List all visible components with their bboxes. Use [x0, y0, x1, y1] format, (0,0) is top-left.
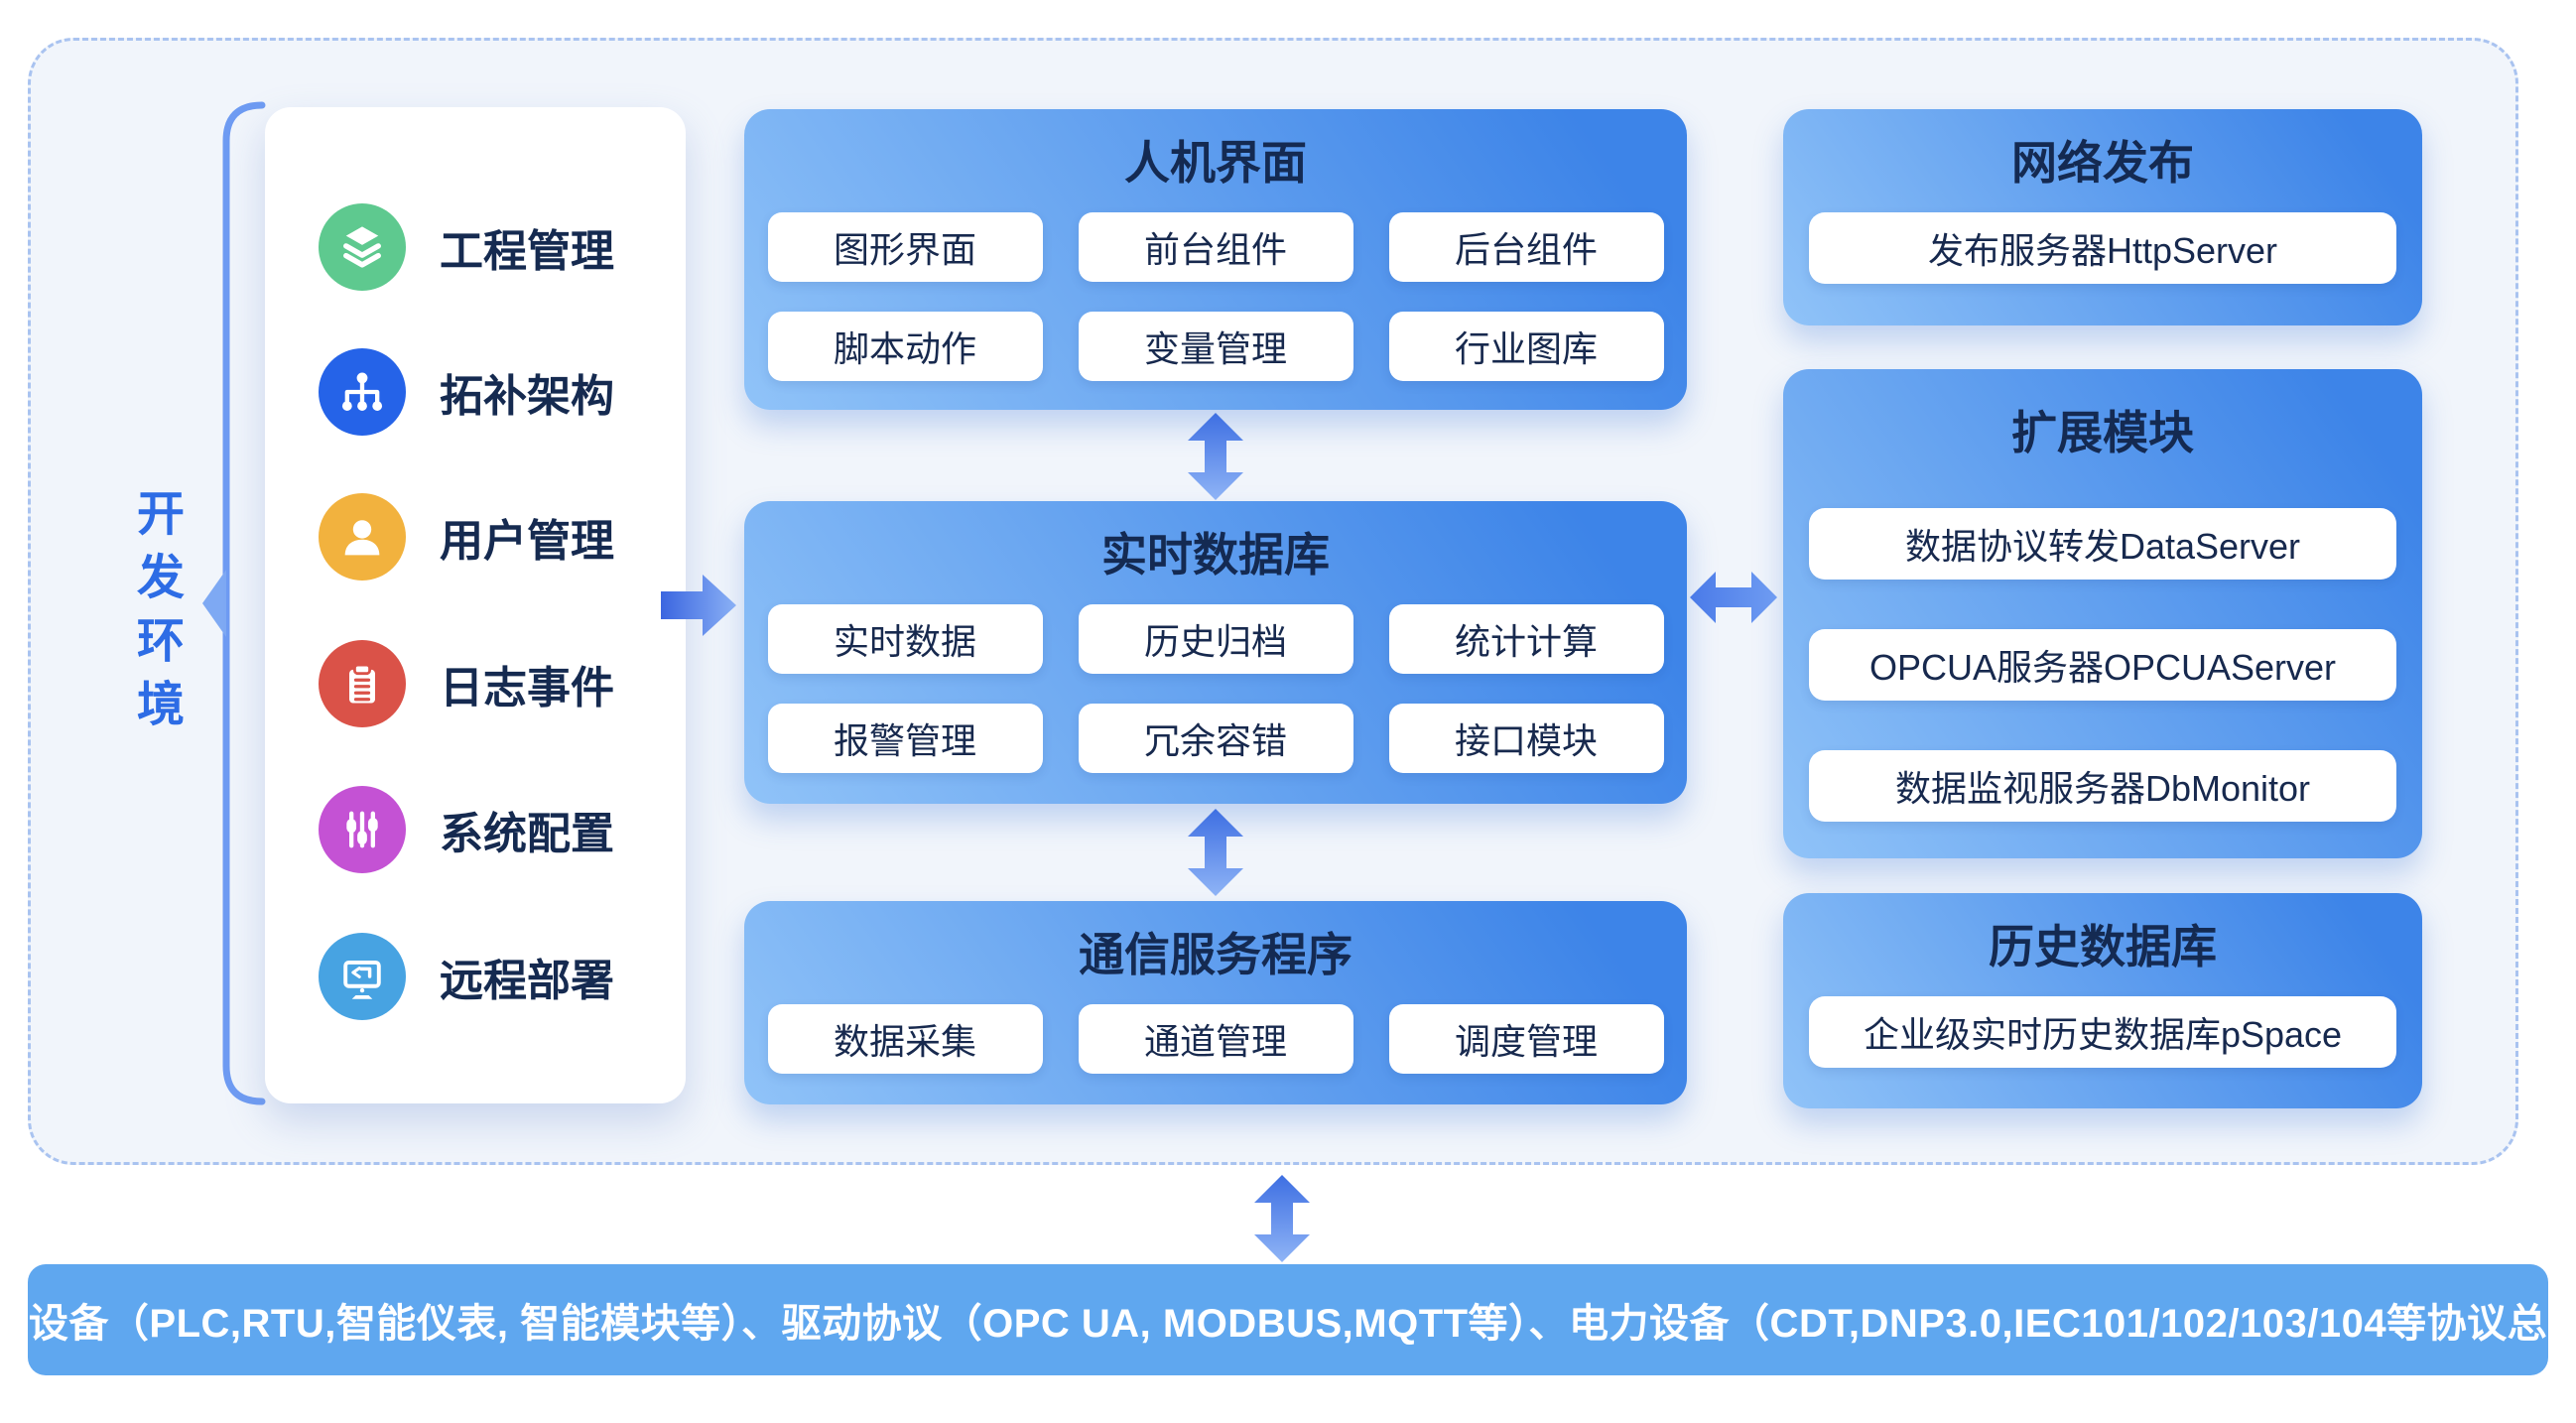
comm-service-box: 通信服务程序 数据采集 通道管理 调度管理 — [744, 901, 1687, 1104]
hmi-box: 人机界面 图形界面 前台组件 后台组件 脚本动作 变量管理 行业图库 — [744, 109, 1687, 410]
chip-interface-module[interactable]: 接口模块 — [1388, 704, 1664, 773]
chip-variable-management[interactable]: 变量管理 — [1078, 312, 1353, 381]
hmi-chip-grid: 图形界面 前台组件 后台组件 脚本动作 变量管理 行业图库 — [744, 212, 1687, 381]
realtime-db-box: 实时数据库 实时数据 历史归档 统计计算 报警管理 冗余容错 接口模块 — [744, 501, 1687, 804]
dev-tools-panel: 工程管理 拓补架构 用户管理 — [265, 107, 686, 1103]
extension-modules-box-title: 扩展模块 — [2011, 407, 2194, 458]
chip-http-server[interactable]: 发布服务器HttpServer — [1809, 212, 2396, 284]
sidebar-item-topology[interactable]: 拓补架构 — [319, 347, 614, 437]
topology-icon — [319, 348, 406, 436]
layers-icon — [319, 203, 406, 291]
chip-frontend-components[interactable]: 前台组件 — [1078, 212, 1353, 282]
chip-statistics[interactable]: 统计计算 — [1388, 604, 1664, 674]
user-icon — [319, 493, 406, 581]
bracket-notch-icon — [202, 570, 226, 637]
dev-environment-label: 开发环境 — [129, 488, 182, 742]
sidebar-item-user-management[interactable]: 用户管理 — [319, 492, 614, 582]
field-devices-bar: 现场设备（PLC,RTU,智能仪表, 智能模块等）、驱动协议（OPC UA, M… — [0, 1264, 2576, 1375]
sidebar-item-label: 系统配置 — [440, 810, 614, 858]
sidebar-item-project-management[interactable]: 工程管理 — [319, 202, 614, 292]
arrow-up-down-icon — [1254, 1175, 1310, 1262]
log-clipboard-icon — [319, 640, 406, 727]
history-db-list: 企业级实时历史数据库pSpace — [1783, 996, 2422, 1068]
history-db-box-title: 历史数据库 — [1989, 921, 2217, 972]
sidebar-item-label: 拓补架构 — [440, 372, 614, 421]
hmi-box-title: 人机界面 — [1124, 137, 1307, 189]
chip-history-archive[interactable]: 历史归档 — [1078, 604, 1353, 674]
chip-script-actions[interactable]: 脚本动作 — [767, 312, 1043, 381]
history-db-box: 历史数据库 企业级实时历史数据库pSpace — [1783, 893, 2422, 1108]
chip-backend-components[interactable]: 后台组件 — [1388, 212, 1664, 282]
sidebar-item-system-config[interactable]: 系统配置 — [319, 785, 614, 874]
remote-monitor-icon — [319, 933, 406, 1020]
sidebar-item-remote-deploy[interactable]: 远程部署 — [319, 932, 614, 1021]
chip-pspace[interactable]: 企业级实时历史数据库pSpace — [1809, 996, 2396, 1068]
chip-dispatch-management[interactable]: 调度管理 — [1388, 1004, 1664, 1074]
comm-service-chip-grid: 数据采集 通道管理 调度管理 — [744, 1004, 1687, 1074]
web-publish-box-title: 网络发布 — [2011, 137, 2194, 189]
chip-db-monitor[interactable]: 数据监视服务器DbMonitor — [1809, 750, 2396, 822]
arrow-left-right-icon — [1690, 572, 1777, 623]
chip-data-collection[interactable]: 数据采集 — [767, 1004, 1043, 1074]
chip-channel-management[interactable]: 通道管理 — [1078, 1004, 1353, 1074]
sidebar-item-label: 工程管理 — [440, 227, 614, 276]
extension-modules-box: 扩展模块 数据协议转发DataServer OPCUA服务器OPCUAServe… — [1783, 369, 2422, 858]
arrow-right-icon — [661, 575, 736, 636]
chip-realtime-data[interactable]: 实时数据 — [767, 604, 1043, 674]
realtime-db-chip-grid: 实时数据 历史归档 统计计算 报警管理 冗余容错 接口模块 — [744, 604, 1687, 773]
comm-service-box-title: 通信服务程序 — [1079, 929, 1352, 980]
bracket-line — [202, 101, 266, 1105]
chip-alarm-management[interactable]: 报警管理 — [767, 704, 1043, 773]
sidebar-item-label: 用户管理 — [440, 517, 614, 566]
sidebar-item-log-events[interactable]: 日志事件 — [319, 639, 614, 728]
chip-graphic-interface[interactable]: 图形界面 — [767, 212, 1043, 282]
sidebar-item-label: 日志事件 — [440, 664, 614, 712]
arrow-up-down-icon — [1188, 809, 1243, 896]
web-publish-list: 发布服务器HttpServer — [1783, 212, 2422, 284]
sliders-icon — [319, 786, 406, 873]
sidebar-item-label: 远程部署 — [440, 957, 614, 1005]
extension-modules-list: 数据协议转发DataServer OPCUA服务器OPCUAServer 数据监… — [1783, 508, 2422, 822]
chip-industry-gallery[interactable]: 行业图库 — [1388, 312, 1664, 381]
realtime-db-box-title: 实时数据库 — [1101, 529, 1330, 581]
arrow-up-down-icon — [1188, 413, 1243, 500]
web-publish-box: 网络发布 发布服务器HttpServer — [1783, 109, 2422, 325]
chip-opcua-server[interactable]: OPCUA服务器OPCUAServer — [1809, 629, 2396, 701]
chip-redundancy[interactable]: 冗余容错 — [1078, 704, 1353, 773]
chip-data-server[interactable]: 数据协议转发DataServer — [1809, 508, 2396, 580]
